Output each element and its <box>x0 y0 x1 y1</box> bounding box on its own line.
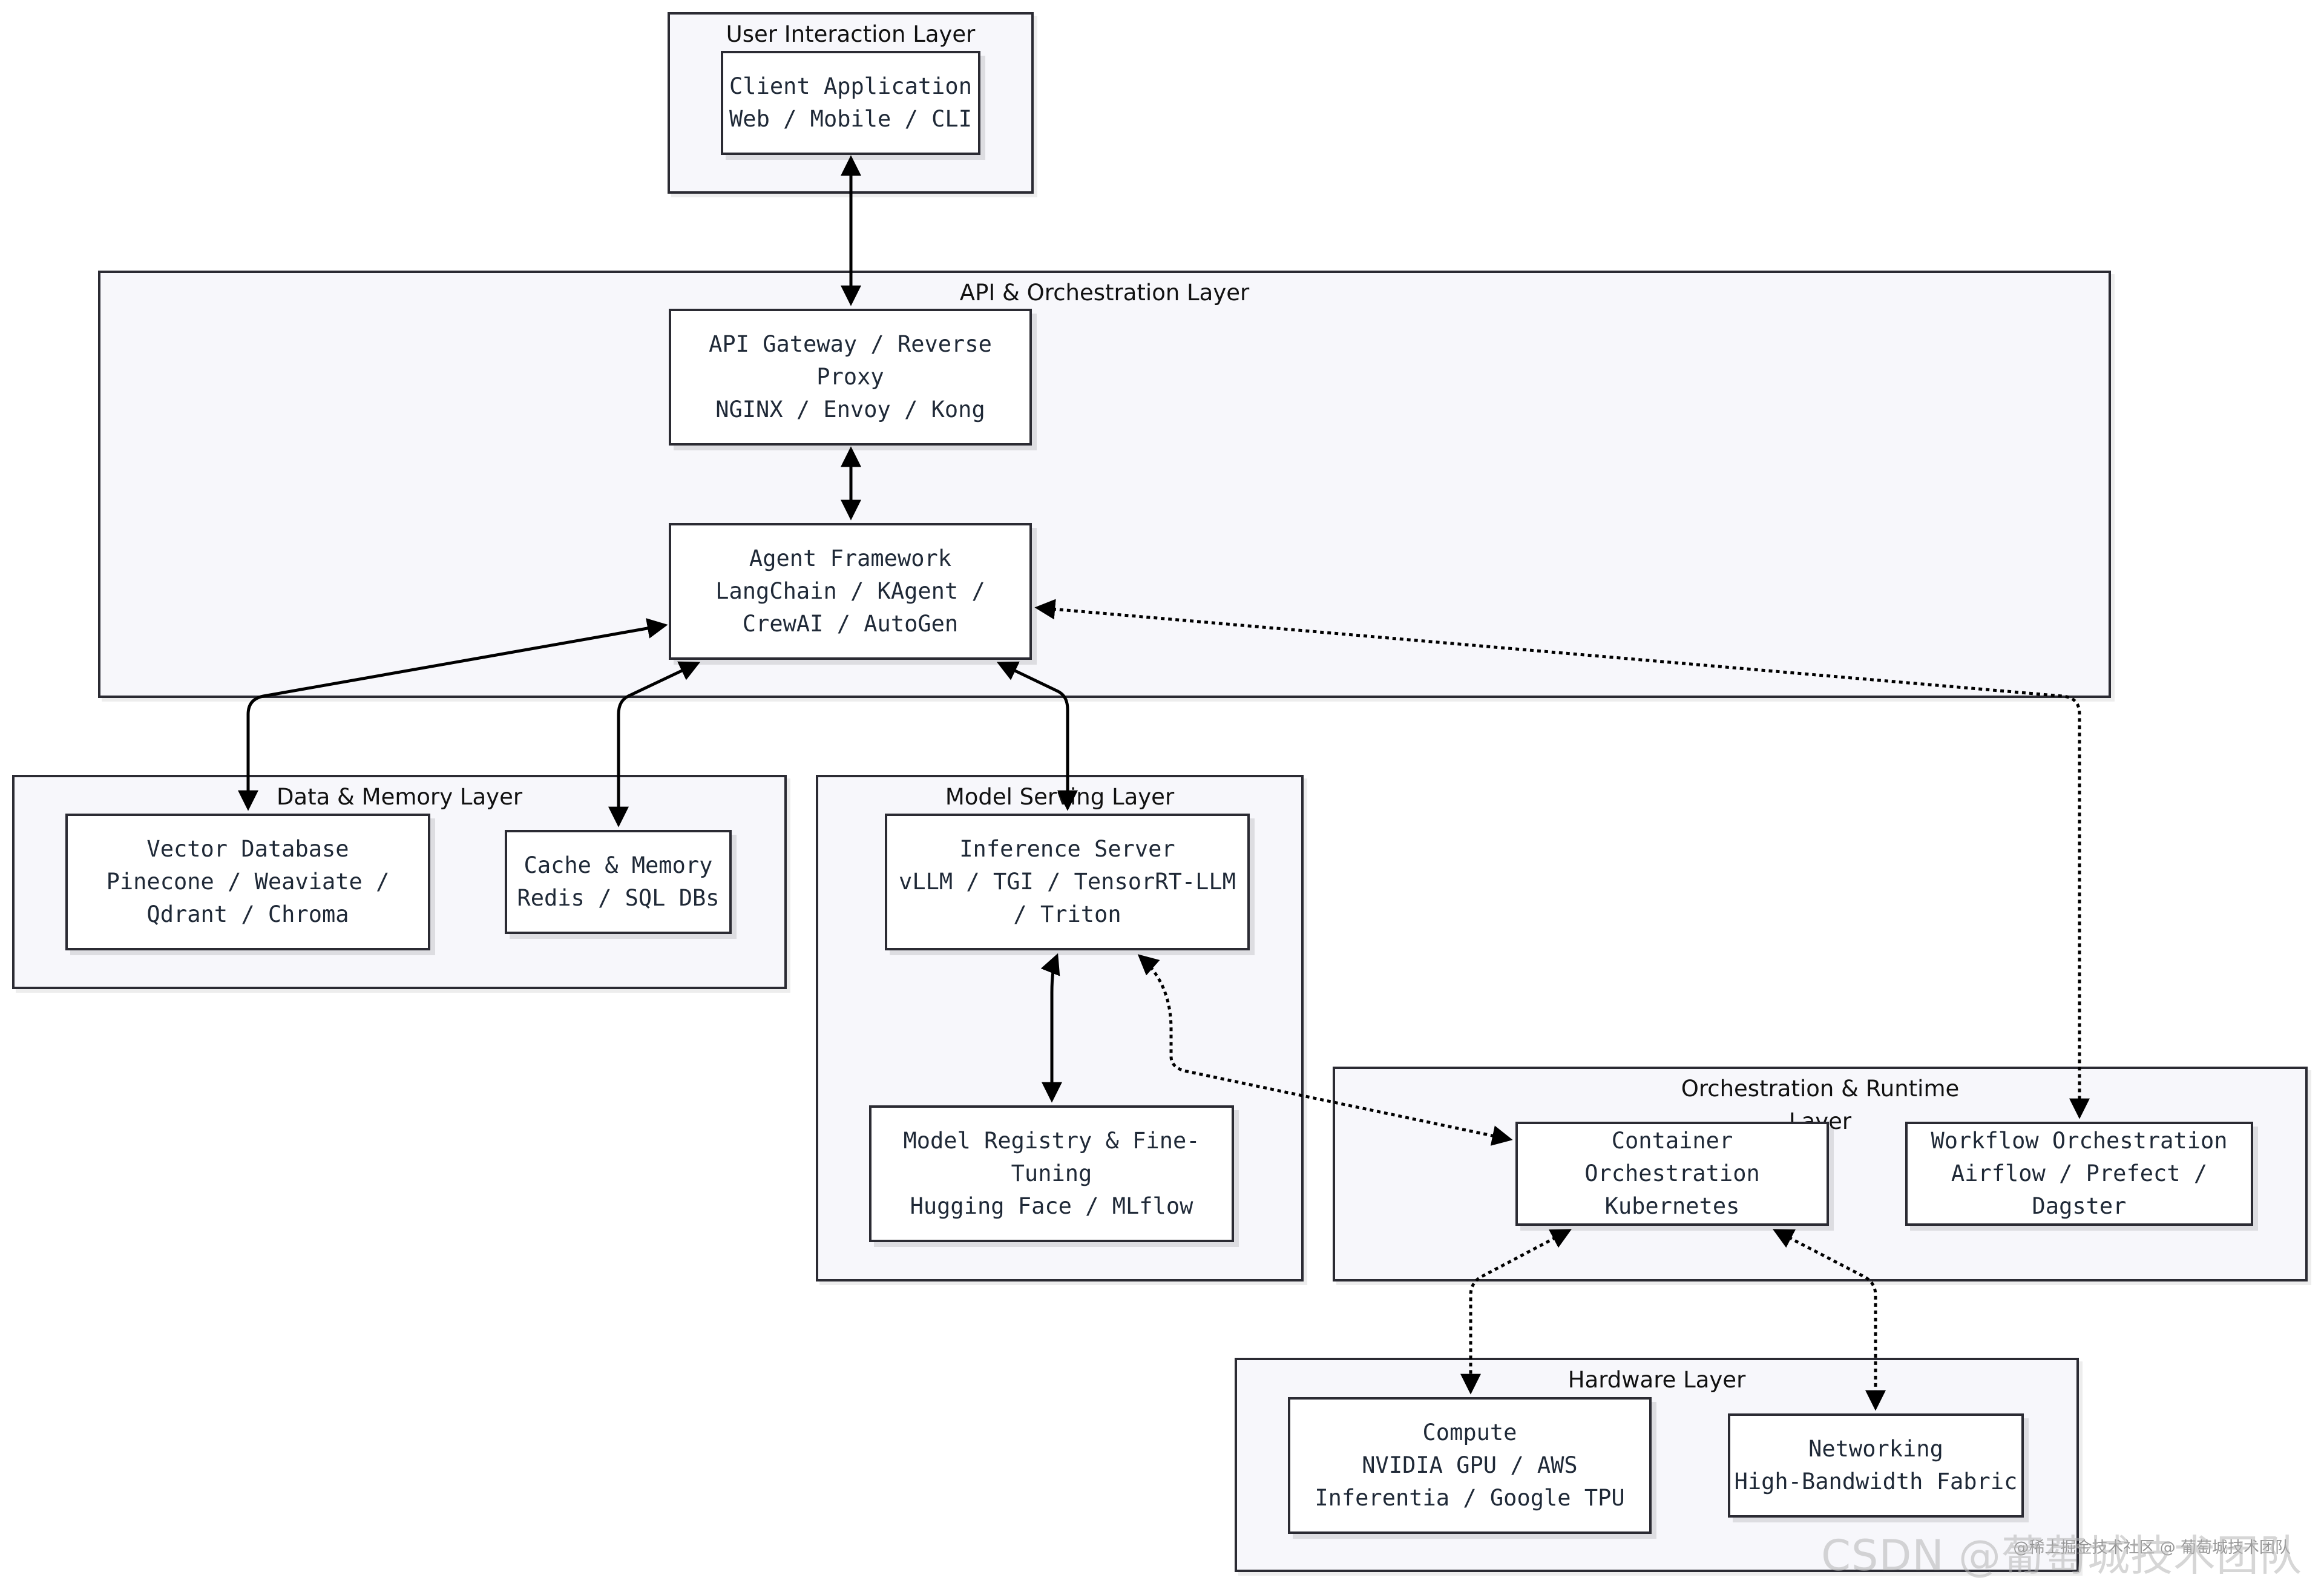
node-label: Client Application Web / Mobile / CLI <box>729 73 972 132</box>
node-label: Model Registry & Fine- Tuning Hugging Fa… <box>903 1128 1200 1219</box>
node-cache-memory[interactable]: Cache & Memory Redis / SQL DBs <box>505 830 732 934</box>
layer-title: User Interaction Layer <box>726 21 976 47</box>
layer-title: Hardware Layer <box>1567 1367 1746 1393</box>
node-client-application[interactable]: Client Application Web / Mobile / CLI <box>721 51 980 155</box>
edge-agent-to-inference <box>996 661 1078 811</box>
node-api-gateway[interactable]: API Gateway / Reverse Proxy NGINX / Envo… <box>669 309 1032 446</box>
node-workflow-orchestration[interactable]: Workflow Orchestration Airflow / Prefect… <box>1905 1122 2253 1226</box>
edge-inference-to-container <box>1137 954 1513 1146</box>
node-label: Networking High-Bandwidth Fabric <box>1734 1436 2018 1495</box>
node-label: API Gateway / Reverse Proxy NGINX / Envo… <box>709 331 992 423</box>
edge-inference-to-registry <box>1040 953 1062 1103</box>
node-networking[interactable]: Networking High-Bandwidth Fabric <box>1728 1413 2024 1518</box>
edge-container-to-compute <box>1460 1229 1572 1395</box>
node-compute[interactable]: Compute NVIDIA GPU / AWS Inferentia / Go… <box>1288 1397 1652 1534</box>
watermark-small: @稀土掘金技术社区 @ 葡萄城技术团队 <box>2013 1539 2291 1557</box>
node-container-orchestration[interactable]: Container Orchestration Kubernetes <box>1515 1122 1829 1226</box>
node-label: Vector Database Pinecone / Weaviate / Qd… <box>106 836 390 927</box>
layer-title: API & Orchestration Layer <box>959 280 1250 306</box>
edge-agent-to-workflow <box>1034 599 2090 1119</box>
edge-agent-to-vectordb <box>238 618 668 811</box>
node-label: Cache & Memory Redis / SQL DBs <box>517 852 720 911</box>
node-label: Compute NVIDIA GPU / AWS Inferentia / Go… <box>1315 1420 1625 1511</box>
node-vector-database[interactable]: Vector Database Pinecone / Weaviate / Qd… <box>65 814 430 950</box>
node-agent-framework[interactable]: Agent Framework LangChain / KAgent / Cre… <box>669 523 1032 660</box>
node-label: Container Orchestration Kubernetes <box>1584 1128 1760 1219</box>
node-label: Agent Framework LangChain / KAgent / Cre… <box>715 545 985 637</box>
edge-container-to-networking <box>1772 1229 1886 1411</box>
edge-agent-to-cache <box>608 661 701 827</box>
node-label: Workflow Orchestration Airflow / Prefect… <box>1931 1128 2228 1219</box>
watermark: CSDN @葡萄城技术团队 <box>1821 1531 2302 1581</box>
